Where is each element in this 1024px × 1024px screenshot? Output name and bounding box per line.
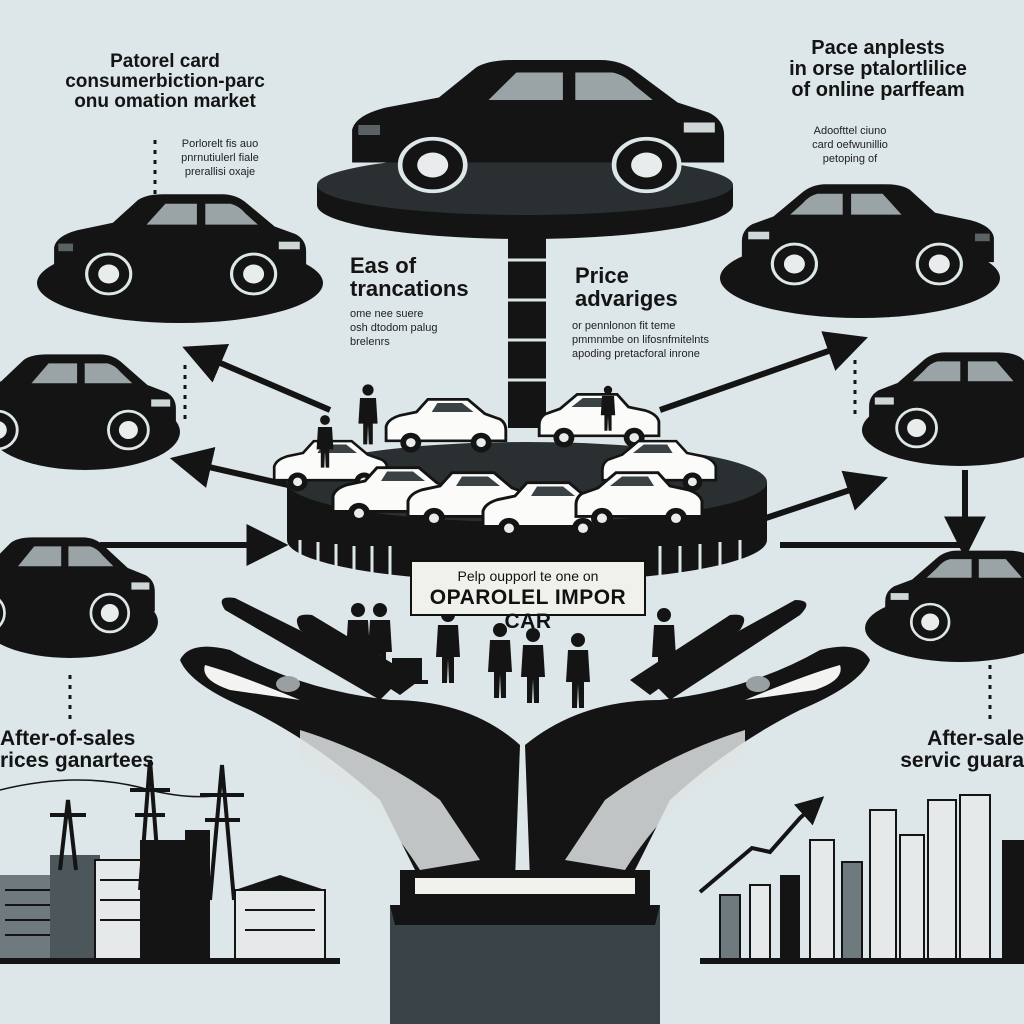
car-icon <box>862 350 1024 466</box>
dealership-platform <box>272 384 767 582</box>
top-right-title: Pace anplests in orse ptalortlilice of o… <box>789 37 967 101</box>
car-icon <box>720 182 1000 318</box>
arrow-icon <box>68 140 992 720</box>
price-advantages-description: or pennlonon fit teme pmmnmbe on lifosnf… <box>572 320 709 360</box>
top-right-description: Adoofttel ciuno card oefwunillio petopin… <box>812 125 888 165</box>
after-sales-left-title: After-of-sales rices ganartees <box>0 727 155 773</box>
car-icon <box>0 536 158 658</box>
banner-line-1: Pelp oupporl te one on <box>457 568 599 584</box>
top-left-description: Porlorelt fis auo pnrnutiulerl fiale pre… <box>181 138 259 178</box>
person-icon <box>346 603 676 708</box>
car-icon <box>0 352 180 470</box>
car-icon <box>37 192 323 323</box>
ease-of-transactions-title: Eas of trancations <box>350 253 469 302</box>
ease-of-transactions-description: ome nee suere osh dtodom palug brelenrs <box>350 308 438 348</box>
trend-arrow-icon <box>698 796 825 894</box>
parallel-import-banner: Pelp oupporl te one on OPAROLEL IMPOR CA… <box>410 560 646 633</box>
sleeve <box>390 870 660 1024</box>
bar-chart-icon <box>700 794 1024 964</box>
factory-icon <box>0 830 340 964</box>
pylon-icon <box>0 759 244 901</box>
after-sales-right-title: After-sale servic guara <box>900 728 1024 773</box>
banner-line-2: OPAROLEL IMPOR CAR <box>429 586 627 633</box>
hand-icon <box>180 597 870 880</box>
car-icon <box>317 60 733 428</box>
car-icon <box>865 549 1024 662</box>
top-left-title: Patorel card consumerbiction-parc onu om… <box>65 51 265 112</box>
price-advantages-title: Price advariges <box>575 263 678 312</box>
